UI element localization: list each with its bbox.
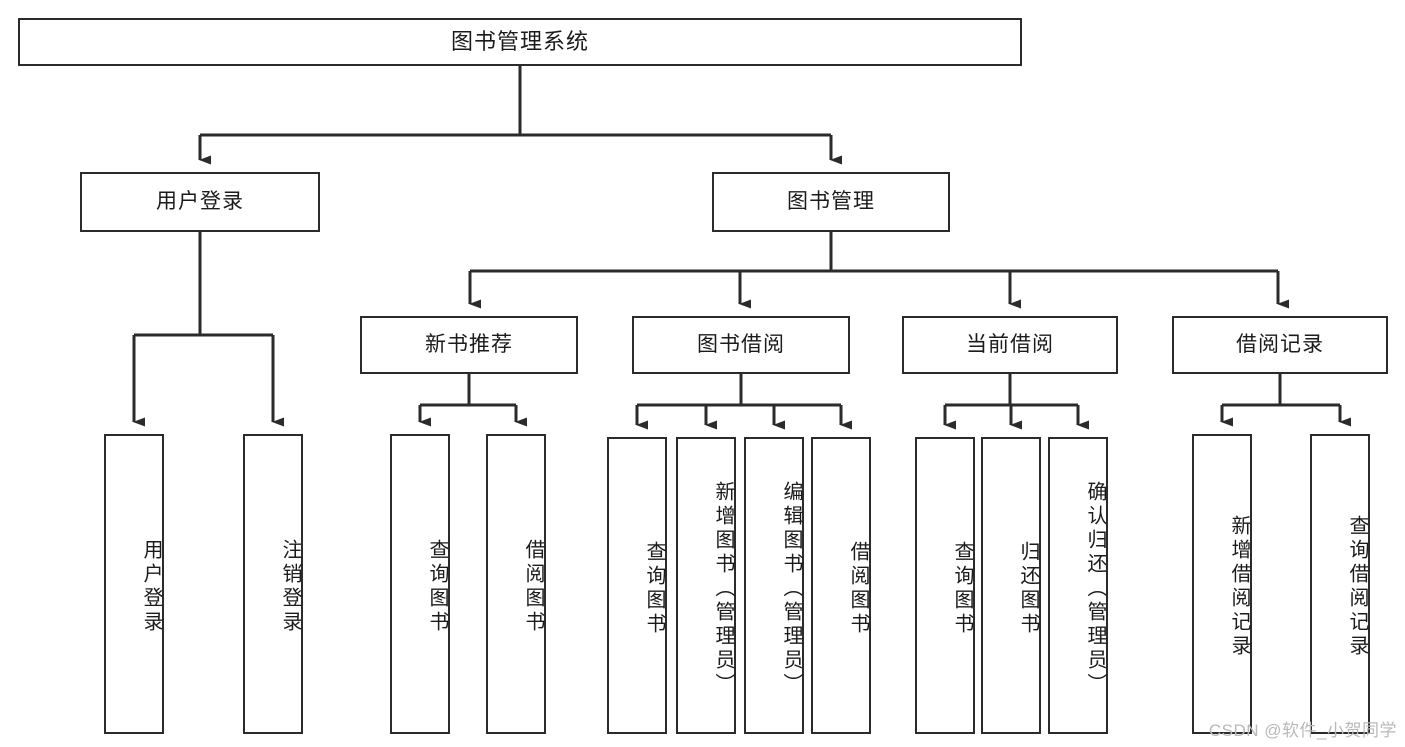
diagram-node-vert-leaf-1[interactable]: 注销登录 [243,434,303,734]
diagram-node-vert-leaf-8[interactable]: 查询图书 [915,437,975,734]
node-label: 图书管理系统 [450,28,589,54]
node-label: 借阅记录 [1236,333,1324,357]
diagram-node-vert-leaf-9[interactable]: 归还图书 [981,437,1041,734]
node-label: 新增借阅记录 [1228,515,1250,659]
diagram-node-horiz root-root[interactable]: 图书管理系统 [18,18,1022,66]
node-label: 图书管理 [787,190,875,214]
node-label: 用户登录 [140,539,162,635]
diagram-node-vert-leaf-2[interactable]: 查询图书 [390,434,450,734]
diagram-node-horiz-l3-3[interactable]: 借阅记录 [1172,316,1388,374]
node-label: 查询图书 [643,540,665,637]
node-label: 确认归还（管理员） [1084,480,1106,697]
diagram-node-horiz-l2-1[interactable]: 图书管理 [712,172,950,232]
node-label: 查询图书 [951,540,973,637]
diagram-node-vert-leaf-0[interactable]: 用户登录 [104,434,164,734]
diagram-node-vert-leaf-12[interactable]: 查询借阅记录 [1310,434,1370,734]
node-label: 借阅图书 [847,540,869,637]
diagram-node-horiz-l2-0[interactable]: 用户登录 [80,172,320,232]
node-label: 用户登录 [156,190,244,214]
diagram-node-vert-leaf-5[interactable]: 新增图书（管理员） [676,437,736,734]
node-label: 图书借阅 [697,333,785,357]
diagram-node-horiz-l3-0[interactable]: 新书推荐 [360,316,578,374]
diagram-node-horiz-l3-1[interactable]: 图书借阅 [632,316,850,374]
node-label: 注销登录 [279,539,301,635]
node-label: 当前借阅 [966,333,1054,357]
diagram-node-vert-leaf-11[interactable]: 新增借阅记录 [1192,434,1252,734]
diagram-node-vert-leaf-10[interactable]: 确认归还（管理员） [1048,437,1108,734]
node-label: 新书推荐 [425,333,513,357]
node-label: 归还图书 [1017,540,1039,637]
diagram-node-vert-leaf-6[interactable]: 编辑图书（管理员） [744,437,804,734]
node-label: 查询图书 [426,539,448,635]
node-label: 借阅图书 [522,539,544,635]
diagram-node-vert-leaf-7[interactable]: 借阅图书 [811,437,871,734]
diagram-node-vert-leaf-4[interactable]: 查询图书 [607,437,667,734]
diagram-node-horiz-l3-2[interactable]: 当前借阅 [902,316,1118,374]
diagram-node-vert-leaf-3[interactable]: 借阅图书 [486,434,546,734]
node-label: 编辑图书（管理员） [780,480,802,697]
node-label: 新增图书（管理员） [712,480,734,697]
node-label: 查询借阅记录 [1346,515,1368,659]
